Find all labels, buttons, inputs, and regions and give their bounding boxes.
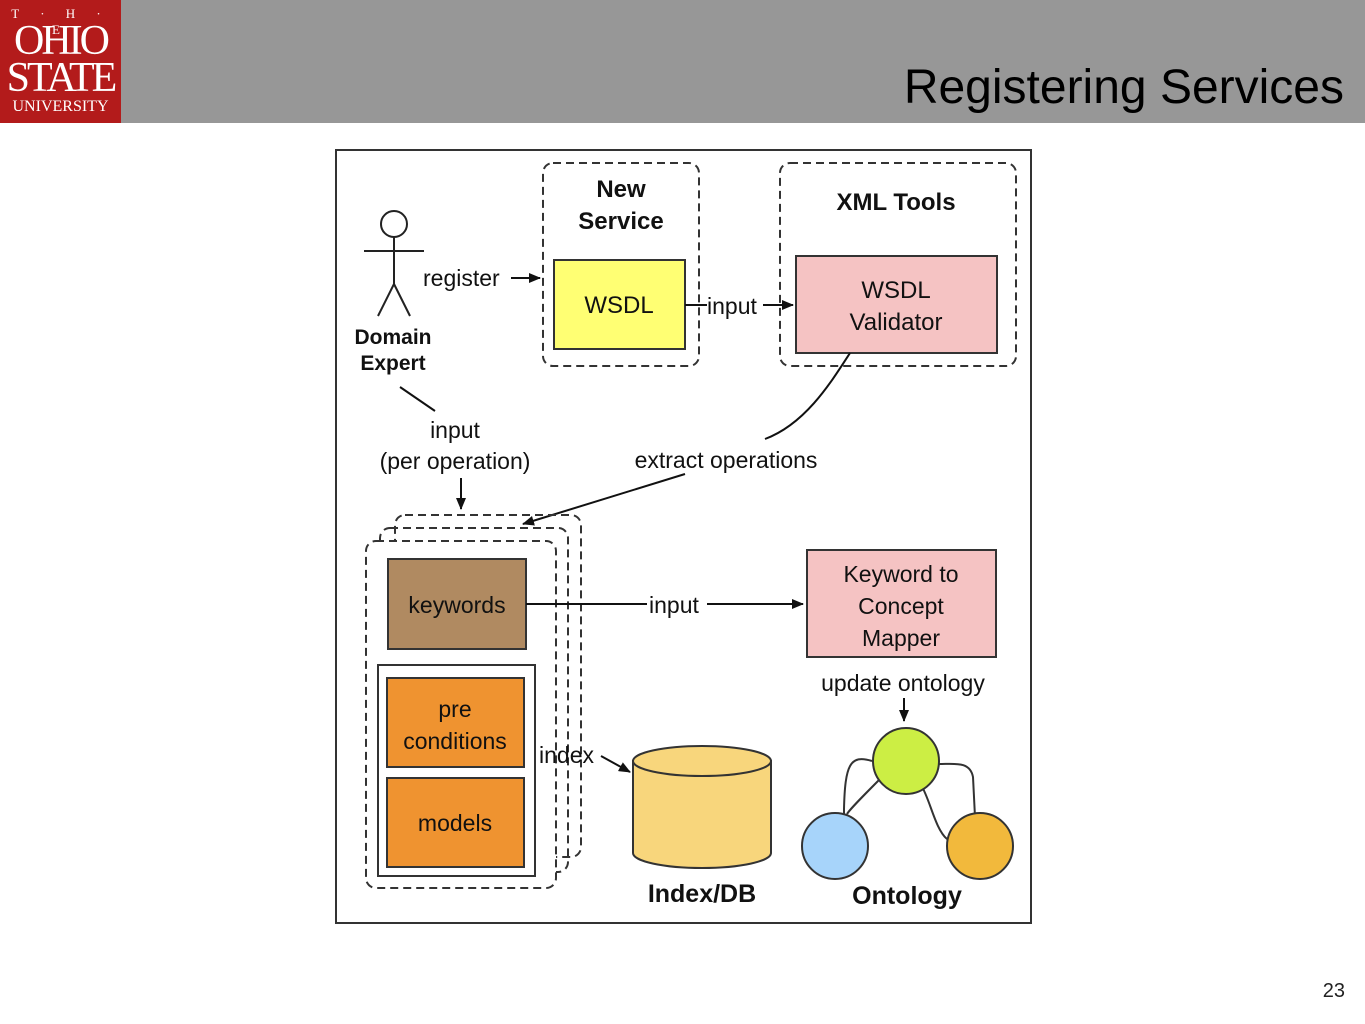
logo-ohio: OHIO — [14, 18, 110, 64]
logo-the: T · H · E — [11, 6, 110, 37]
models-box — [386, 777, 525, 868]
extract-curve — [764, 352, 851, 440]
page-number: 23 — [1322, 980, 1345, 1002]
ontology-node-right — [946, 812, 1014, 880]
preconditions-box — [386, 677, 525, 768]
new-service-label-2: Service — [578, 208, 663, 235]
models-label: models — [418, 810, 492, 836]
ohio-state-logo: T · H · E OHIO STATE UNIVERSITY — [0, 0, 121, 123]
update-ontology-label: update ontology — [821, 670, 985, 696]
pre-label-1: pre — [438, 696, 471, 722]
index-db-cylinder — [632, 745, 772, 869]
new-service-group — [542, 162, 700, 367]
per-op-connector — [399, 386, 436, 412]
mapper-label-3: Mapper — [862, 625, 940, 651]
wsdl-validator-box — [795, 255, 998, 354]
domain-expert-actor — [364, 210, 424, 317]
mapper-label-2: Concept — [858, 593, 944, 619]
keywords-box — [387, 558, 527, 650]
register-label: register — [423, 265, 500, 291]
validator-label-1: WSDL — [861, 277, 930, 304]
input-per-op-label-1: input — [430, 417, 480, 443]
input-per-op-label-2: (per operation) — [380, 448, 531, 474]
index-db-label: Index/DB — [648, 880, 756, 908]
ontology-node-left — [801, 812, 869, 880]
xml-tools-group — [779, 162, 1017, 367]
input-label-mid: input — [649, 592, 699, 618]
xml-tools-label: XML Tools — [836, 189, 955, 216]
index-label: index — [539, 742, 594, 768]
index-arrow — [600, 755, 631, 773]
pre-label-2: conditions — [403, 728, 507, 754]
input-label-top: input — [707, 293, 757, 319]
extract-label: extract operations — [635, 447, 818, 473]
new-service-label-1: New — [596, 176, 646, 203]
actor-label-1: Domain — [354, 326, 431, 349]
logo-state: STATE — [6, 55, 118, 101]
service-registration-diagram: New Service WSDL XML Tools WSDL Validato… — [335, 149, 1032, 924]
ontology-node-root — [872, 727, 940, 795]
keyword-concept-mapper-box — [806, 549, 997, 658]
keywords-label: keywords — [408, 592, 505, 618]
operation-stack-mid — [379, 527, 569, 873]
mapper-label-1: Keyword to — [843, 561, 958, 587]
logo-university: UNIVERSITY — [12, 98, 109, 115]
actor-label-2: Expert — [360, 352, 425, 375]
wsdl-label: WSDL — [584, 292, 653, 319]
slide-header — [0, 0, 1365, 123]
validator-label-2: Validator — [850, 309, 943, 336]
slide-title: Registering Services — [903, 61, 1344, 114]
ontology-label: Ontology — [852, 882, 962, 910]
